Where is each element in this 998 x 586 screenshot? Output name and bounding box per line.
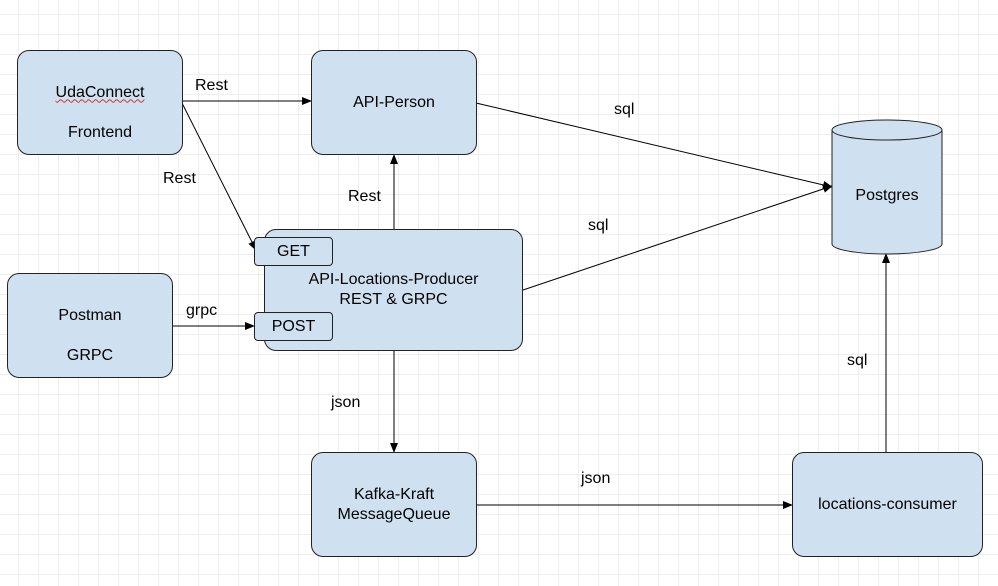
edge-label-kafka-to-consumer: json: [581, 470, 611, 487]
edge-label-frontend-to-person: Rest: [195, 77, 228, 94]
postman-grpc-subtitle: GRPC: [66, 346, 114, 364]
postman-grpc-node[interactable]: Postman GRPC: [7, 273, 173, 378]
edge-person-to-postgres: [475, 102, 833, 189]
udaconnect-frontend-node[interactable]: UdaConnect Frontend: [17, 50, 183, 155]
edge-label-consumer-to-postgres: sql: [847, 352, 868, 369]
udaconnect-frontend-subtitle: Frontend: [67, 123, 133, 141]
edge-producer-to-postgres: [522, 185, 833, 291]
kafka-kraft-node[interactable]: Kafka-Kraft MessageQueue: [311, 452, 477, 557]
postgres-node[interactable]: Postgres: [832, 142, 942, 250]
kafka-kraft-label: Kafka-Kraft MessageQueue: [337, 485, 451, 523]
edge-label-postman-to-post: grpc: [186, 302, 218, 319]
edge-frontend-to-get: [181, 102, 257, 251]
api-locations-producer-label: API-Locations-Producer REST & GRPC: [308, 271, 479, 308]
locations-consumer-node[interactable]: locations-consumer: [792, 452, 983, 557]
get-port[interactable]: GET: [254, 237, 333, 266]
edge-label-frontend-to-get: Rest: [163, 170, 196, 187]
postgres-cylinder-shape: [831, 119, 943, 255]
api-person-label: API-Person: [353, 93, 435, 111]
edge-label-person-to-postgres: sql: [614, 101, 635, 118]
api-person-node[interactable]: API-Person: [311, 50, 477, 155]
postman-grpc-title: Postman: [58, 306, 122, 324]
postgres-label: Postgres: [855, 187, 919, 204]
udaconnect-frontend-title: UdaConnect: [55, 83, 145, 101]
locations-consumer-label: locations-consumer: [818, 495, 957, 513]
edge-label-producer-to-person: Rest: [348, 188, 381, 205]
get-port-label: GET: [277, 243, 310, 260]
post-port-label: POST: [271, 318, 316, 335]
edge-label-producer-to-kafka: json: [331, 394, 361, 411]
edge-label-producer-to-postgres: sql: [588, 217, 609, 234]
post-port[interactable]: POST: [254, 312, 333, 341]
